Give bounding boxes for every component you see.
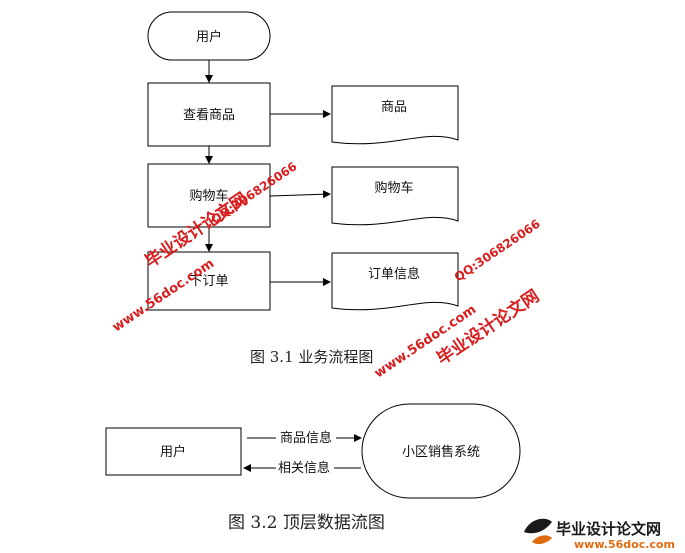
watermark-right: www.56doc.com 毕业设计论文网 QQ:306826066 (372, 217, 543, 382)
document-goods-label: 商品 (381, 100, 407, 115)
brand-name: 毕业设计论文网 (556, 520, 661, 538)
document-cart-label: 购物车 (374, 180, 413, 196)
figure-caption-1: 图 3.1 业务流程图 (250, 348, 373, 366)
brand-leaf-accent-icon (532, 535, 552, 545)
external-entity-user-label: 用户 (160, 444, 186, 460)
start-label: 用户 (196, 29, 222, 45)
document-order-info (331, 252, 459, 311)
process-cart-label: 购物车 (189, 188, 228, 204)
external-entity-user (105, 427, 242, 476)
figure-caption-2: 图 3.2 顶层数据流图 (228, 513, 385, 533)
watermark-qq-2: QQ:306826066 (452, 217, 543, 285)
process-view-goods-label: 查看商品 (183, 107, 235, 123)
brand-url: www.56doc.com (574, 538, 675, 551)
top-level-dataflow: 用户 小区销售系统 商品信息 相关信息 图 3.2 顶层数据流图 (105, 403, 521, 533)
system-process (361, 403, 521, 499)
business-flowchart: 用户 查看商品 商品 购物车 购物车 下订单 订单信息 图 3.1 业务流程图 (147, 11, 459, 366)
process-place-order-label: 下订单 (189, 274, 228, 289)
dataflow-out-label: 相关信息 (278, 460, 330, 476)
flow-arrow-cart-to-doc (269, 190, 331, 199)
document-cart (331, 166, 459, 226)
brand-logo: 毕业设计论文网 www.56doc.com (524, 518, 675, 551)
system-process-label: 小区销售系统 (402, 444, 480, 460)
process-view-goods (147, 82, 271, 147)
process-cart (147, 163, 271, 228)
brand-leaf-icon (524, 518, 552, 534)
document-order-info-label: 订单信息 (368, 266, 420, 282)
process-place-order (147, 251, 271, 311)
document-goods (331, 85, 459, 145)
dataflow-in-label: 商品信息 (280, 430, 332, 446)
